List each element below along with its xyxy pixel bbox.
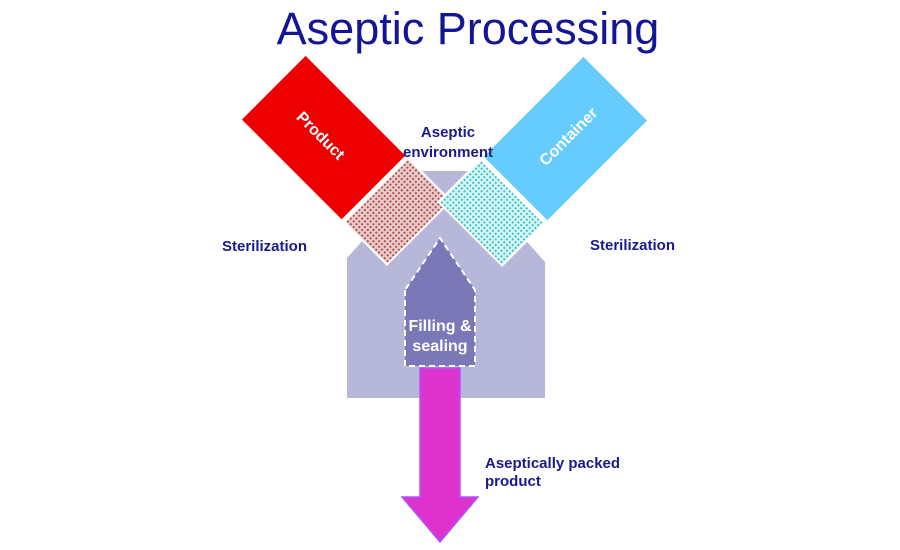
aseptic-environment-label-line2: environment	[403, 144, 493, 161]
page-title: Aseptic Processing	[277, 3, 660, 54]
container-divider	[482, 156, 548, 222]
sterilization-left-label: Sterilization	[222, 238, 307, 255]
container-sterilization-zone	[438, 159, 545, 266]
filling-sealing-label-line1: Filling &	[408, 318, 472, 335]
aseptic-environment-label-line1: Aseptic	[421, 124, 475, 141]
container-box	[483, 56, 648, 221]
product-divider	[341, 155, 407, 221]
product-sterilization-zone	[344, 158, 451, 265]
packed-product-label-line1: Aseptically packed	[485, 455, 620, 472]
output-arrow	[400, 367, 480, 544]
product-box	[241, 55, 406, 220]
product-sterilization-outline	[343, 157, 452, 266]
product-input: Product	[241, 55, 452, 266]
container-sterilization-outline	[437, 158, 546, 267]
sterilization-right-label: Sterilization	[590, 237, 675, 254]
filling-sealing-label-line2: sealing	[412, 338, 467, 355]
packed-product-label-line2: product	[485, 473, 541, 490]
filling-sealing-chamber	[404, 236, 476, 367]
container-input: Container	[437, 56, 648, 267]
